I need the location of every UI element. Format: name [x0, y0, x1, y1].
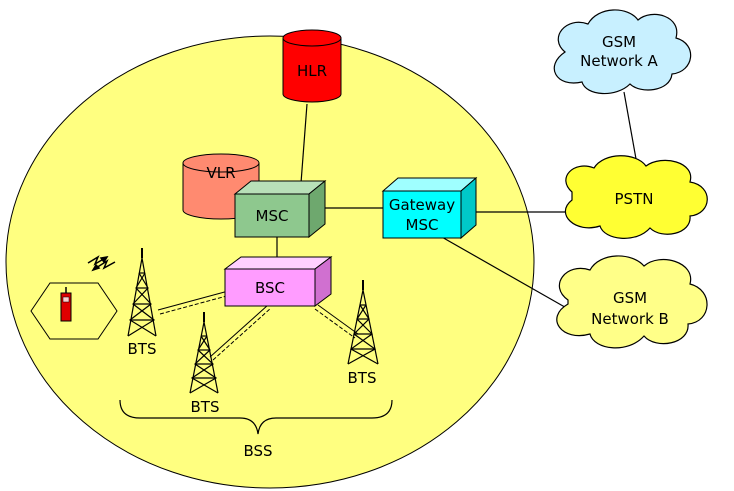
hlr-label: HLR — [297, 62, 327, 80]
pstn-cloud: PSTN — [564, 155, 708, 239]
bts-links — [157, 289, 359, 361]
bss-label: BSS — [243, 442, 272, 460]
gateway-msc-box: Gateway MSC — [381, 176, 478, 240]
gsm-b-label-line1: GSM — [613, 289, 647, 307]
hlr-cylinder: HLR — [282, 29, 342, 103]
gateway-label-line2: MSC — [406, 216, 439, 234]
mobile-station — [30, 282, 118, 340]
vlr-label: VLR — [206, 164, 235, 182]
pstn-label: PSTN — [615, 190, 654, 208]
line-gateway-gsmb — [439, 235, 571, 311]
cell-hexagon — [30, 282, 118, 340]
msc-box: MSC — [233, 179, 327, 239]
gsm-a-label-line2: Network A — [580, 52, 658, 70]
gsm-a-label-line1: GSM — [602, 33, 636, 51]
bsc-label: BSC — [255, 279, 285, 297]
gsm-b-label-line2: Network B — [591, 310, 669, 328]
bts-right-label: BTS — [348, 369, 377, 387]
gsm-network-b-cloud: GSM Network B — [556, 255, 708, 349]
bts-left-label: BTS — [128, 340, 157, 358]
line-hlr-msc — [300, 103, 308, 184]
connection-lines — [276, 91, 639, 311]
bts-tower-right — [347, 280, 379, 365]
bts-middle-label: BTS — [191, 398, 220, 416]
line-gsma-pstn — [623, 91, 639, 171]
bsc-box: BSC — [223, 256, 333, 307]
gsm-network-a-cloud: GSM Network A — [553, 9, 692, 95]
bss-brace — [119, 399, 393, 435]
radio-signal-icon — [87, 255, 116, 272]
gateway-label-line1: Gateway — [389, 196, 455, 214]
bts-tower-middle — [189, 312, 219, 394]
msc-label: MSC — [256, 207, 289, 225]
bts-tower-left — [127, 248, 157, 337]
